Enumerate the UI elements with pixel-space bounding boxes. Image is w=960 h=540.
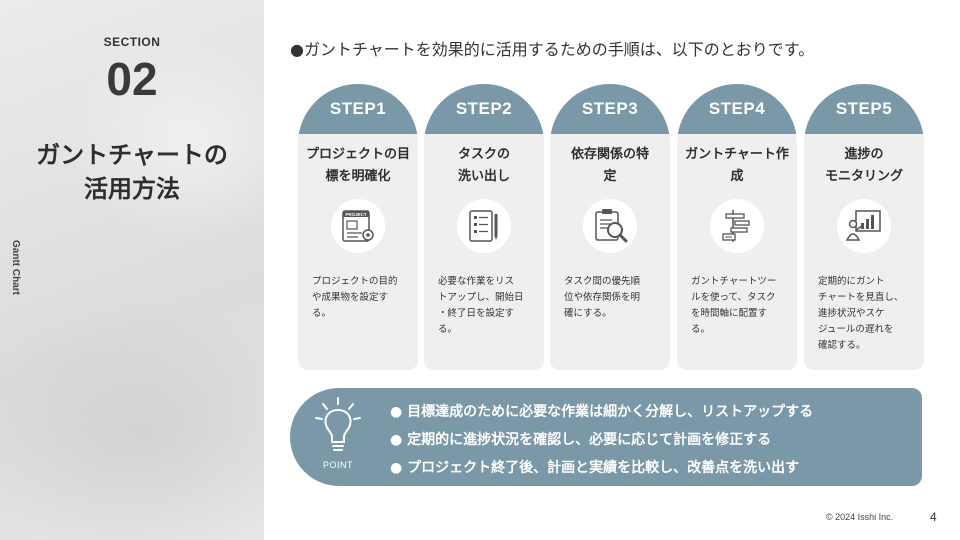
svg-text:PROJECT: PROJECT xyxy=(345,212,367,217)
intro-text: ●ガントチャートを効果的に活用するための手順は、以下のとおりです。 xyxy=(290,40,815,59)
lightbulb-icon-wrap xyxy=(312,396,364,458)
step-description: タスク間の優先順 位や依存関係を明 確にする。 xyxy=(564,276,641,319)
step-description: ガントチャートツー ルを使って、タスク を時間軸に配置す る。 xyxy=(691,276,777,335)
step-label: STEP4 xyxy=(708,99,766,118)
step-description: プロジェクトの目的 や成果物を設定す る。 xyxy=(312,276,398,319)
step-label: STEP5 xyxy=(835,99,893,118)
checklist-pen-icon xyxy=(469,210,498,242)
copyright: © 2024 Isshi Inc. xyxy=(826,512,894,522)
left-section-panel: SECTION 02 ガントチャートの 活用方法 Gantt Chart xyxy=(0,0,264,540)
step-icon-circle xyxy=(457,199,511,253)
step-title: タスクの 洗い出し xyxy=(457,147,510,184)
step-icon-circle: PROJECT xyxy=(331,199,385,253)
step-icon-circle xyxy=(583,199,637,253)
section-number: 02 xyxy=(106,53,158,105)
vertical-section-label: Gantt Chart xyxy=(10,240,21,295)
point-item: ● プロジェクト終了後、計画と実績を比較し、改善点を洗い出す xyxy=(390,460,800,476)
step-description: 必要な作業をリス トアップし、開始日 ・終了日を設定す る。 xyxy=(438,276,524,335)
gantt-chart-icon xyxy=(722,210,750,242)
point-label: POINT xyxy=(322,460,353,470)
section-title: ガントチャートの 活用方法 xyxy=(0,138,264,206)
step-card-2: STEP2 タスクの 洗い出し 必要な作業をリス トアップし、開始日 ・終了日を… xyxy=(424,84,544,370)
step-title: プロジェクトの目 標を明確化 xyxy=(305,147,410,184)
step-title: 進捗の モニタリング xyxy=(824,147,903,184)
step-header: STEP1 xyxy=(298,84,418,134)
point-item: ● 定期的に進捗状況を確認し、必要に応じて計画を修正する xyxy=(390,432,772,448)
step-label: STEP2 xyxy=(455,99,513,118)
panel-texture xyxy=(60,40,264,240)
step-header: STEP3 xyxy=(550,84,670,134)
page-number: 4 xyxy=(930,510,937,524)
step-card-5: STEP5 進捗の モニタリング 定期的にガント チャートを見直し、 進捗状況や… xyxy=(804,84,924,370)
point-item: ● 目標達成のために必要な作業は細かく分解し、リストアップする xyxy=(390,404,814,420)
step-description: 定期的にガント チャートを見直し、 進捗状況やスケ ジュールの遅れを 確認する。 xyxy=(818,276,904,351)
clipboard-magnifier-icon xyxy=(595,209,628,243)
project-document-icon: PROJECT xyxy=(342,210,374,242)
step-icon-circle xyxy=(837,199,891,253)
step-header: STEP2 xyxy=(424,84,544,134)
step-header: STEP5 xyxy=(804,84,924,134)
section-label: SECTION xyxy=(103,35,161,49)
step-card-3: STEP3 依存関係の特 定 タスク間の優先順 位や依存関係を明 確にする。 xyxy=(550,84,670,370)
step-header: STEP4 xyxy=(677,84,797,134)
panel-texture xyxy=(0,300,264,540)
step-icon-circle xyxy=(710,199,764,253)
section-title-line: ガントチャートの 活用方法 xyxy=(36,141,228,203)
point-box: POINT ● 目標達成のために必要な作業は細かく分解し、リストアップする ● … xyxy=(290,388,922,486)
point-list: ● 目標達成のために必要な作業は細かく分解し、リストアップする ● 定期的に進捗… xyxy=(390,398,813,482)
step-card-1: STEP1 プロジェクトの目 標を明確化 PROJECT プロジェクトの目的 や… xyxy=(298,84,418,370)
step-label: STEP1 xyxy=(329,99,387,118)
lightbulb-icon xyxy=(315,397,361,451)
step-title: 依存関係の特 定 xyxy=(570,147,649,184)
step-label: STEP3 xyxy=(581,99,639,118)
step-title: ガントチャート作 成 xyxy=(685,147,789,184)
monitoring-board-icon xyxy=(845,210,881,241)
step-card-4: STEP4 ガントチャート作 成 ガントチャートツー ルを使って、タスク を時間… xyxy=(677,84,797,370)
